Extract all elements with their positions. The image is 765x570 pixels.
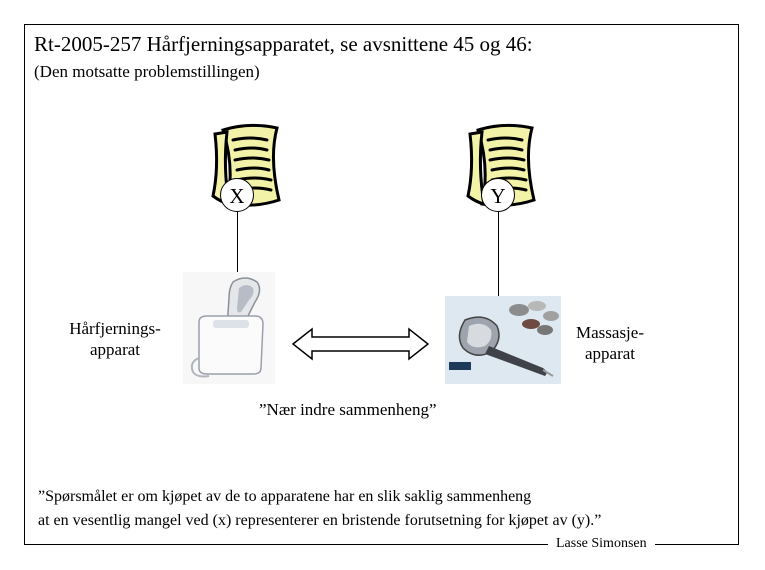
quote-line-2: at en vesentlig mangel ved (x) represent…	[38, 512, 602, 529]
party-y-circle: Y	[481, 178, 515, 212]
party-x-circle: X	[220, 178, 254, 212]
slide-frame	[24, 24, 739, 545]
slide-subtitle: (Den motsatte problemstillingen)	[34, 62, 260, 81]
slide-title: Rt-2005-257 Hårfjerningsapparatet, se av…	[34, 32, 533, 56]
connector-line-x	[237, 212, 238, 274]
quote-line-1: ”Spørsmålet er om kjøpet av de to appara…	[38, 488, 532, 505]
relation-label: ”Nær indre sammenheng”	[259, 400, 437, 419]
device-label-line: Massasje-	[576, 323, 644, 342]
connector-line-y	[498, 212, 499, 296]
device-label-massage: Massasje- apparat	[565, 322, 655, 364]
device-label-line: apparat	[584, 344, 636, 363]
author-name: Lasse Simonsen	[548, 536, 655, 552]
device-label-line: apparat	[89, 340, 141, 359]
device-label-line: Hårfjernings-	[69, 319, 161, 338]
hair-removal-device-image	[183, 272, 275, 384]
relation-double-arrow-icon	[292, 327, 429, 361]
device-label-hair-removal: Hårfjernings- apparat	[60, 318, 170, 360]
massage-device-image	[445, 296, 561, 384]
